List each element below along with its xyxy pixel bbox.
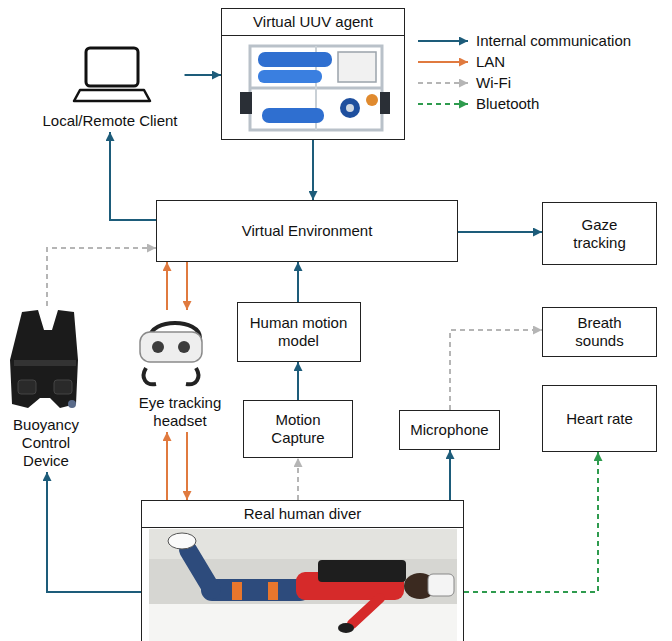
headset-illustration bbox=[140, 323, 202, 384]
connector bbox=[47, 248, 156, 306]
node-label: Breath sounds bbox=[565, 314, 635, 350]
headset-icon: Eye tracking headset bbox=[123, 310, 237, 432]
node-label: Virtual Environment bbox=[242, 222, 373, 240]
node-label: Local/Remote Client bbox=[42, 112, 177, 130]
device-icon: Buoyancy Control Device bbox=[0, 306, 93, 472]
node-label: Motion Capture bbox=[258, 411, 338, 447]
legend-text: Wi-Fi bbox=[476, 74, 511, 92]
sensor-box: Microphone bbox=[399, 410, 500, 450]
connector bbox=[47, 472, 141, 592]
connector bbox=[297, 458, 299, 500]
node-label: Eye tracking headset bbox=[130, 394, 230, 430]
connector bbox=[297, 262, 299, 302]
laptop-icon bbox=[74, 48, 150, 101]
output-box: Breath sounds bbox=[542, 307, 657, 357]
connector bbox=[297, 362, 299, 400]
diver-photo bbox=[149, 529, 457, 641]
node-label: Microphone bbox=[410, 421, 488, 439]
connector bbox=[166, 432, 168, 500]
process-box: Motion Capture bbox=[243, 400, 353, 458]
node-label: Heart rate bbox=[566, 410, 633, 428]
legend-text: Internal communication bbox=[476, 32, 631, 50]
node-label: Buoyancy Control Device bbox=[6, 416, 86, 470]
client-icon: Local/Remote Client bbox=[35, 44, 184, 132]
environment-box: Virtual Environment bbox=[156, 200, 458, 262]
vest-illustration bbox=[10, 310, 78, 408]
connector bbox=[458, 231, 542, 233]
uuv-illustration bbox=[240, 46, 390, 130]
legend-line bbox=[418, 82, 468, 84]
legend-text: LAN bbox=[476, 53, 505, 71]
connector bbox=[110, 132, 156, 220]
agent-panel: Virtual UUV agent bbox=[221, 8, 405, 140]
connector bbox=[185, 74, 221, 76]
connector bbox=[312, 140, 314, 200]
legend-line bbox=[418, 103, 468, 105]
node-label: Real human diver bbox=[142, 501, 463, 528]
legend-line bbox=[418, 40, 468, 42]
node-label: Human motion model bbox=[244, 314, 354, 350]
process-box: Human motion model bbox=[237, 302, 361, 362]
node-label: Virtual UUV agent bbox=[222, 9, 404, 36]
output-box: Heart rate bbox=[542, 385, 657, 452]
output-box: Gaze tracking bbox=[542, 202, 657, 265]
legend-line bbox=[418, 61, 468, 63]
connector bbox=[450, 330, 542, 410]
connector bbox=[166, 262, 168, 310]
connector bbox=[464, 452, 598, 592]
legend-text: Bluetooth bbox=[476, 95, 539, 113]
connector bbox=[186, 262, 188, 310]
connector bbox=[449, 450, 451, 500]
connector bbox=[186, 432, 188, 500]
diver-panel: Real human diver bbox=[141, 500, 464, 641]
node-label: Gaze tracking bbox=[565, 216, 635, 252]
